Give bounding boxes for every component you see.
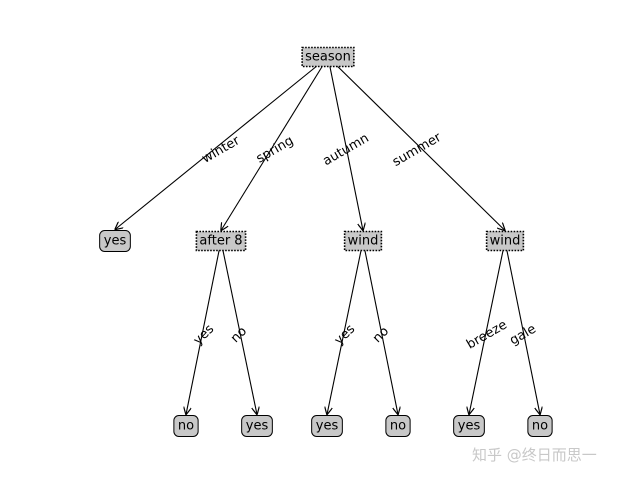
leaf-box [173,415,199,437]
edge-arrow [115,56,329,230]
edge-label: autumn [320,131,371,169]
node-label: yes [104,234,127,249]
edge-label: yes [191,322,218,349]
leaf-node-leaf-w: yes [99,230,131,252]
leaf-node-leaf-4: no [385,415,411,437]
node-label: wind [348,234,379,249]
leaf-box [311,415,343,437]
node-label: no [532,419,548,434]
node-label: wind [490,234,521,249]
edge-label: breeze [464,317,510,352]
decision-box [343,230,383,252]
node-label: season [305,50,351,65]
leaf-node-leaf-2: yes [241,415,273,437]
node-label: after 8 [199,234,242,249]
edge-label: no [228,324,250,346]
edge-arrow [469,240,506,415]
node-label: no [390,419,406,434]
node-label: yes [316,419,339,434]
leaf-node-leaf-5: yes [453,415,485,437]
leaf-node-leaf-3: yes [311,415,343,437]
node-label: yes [458,419,481,434]
edge-label: spring [254,133,297,166]
decision-node-season: season [301,46,355,68]
edge-label: gale [507,322,539,349]
leaf-node-leaf-6: no [527,415,553,437]
decision-box [485,230,525,252]
leaf-node-leaf-1: no [173,415,199,437]
node-label: no [178,419,194,434]
leaf-box [99,230,131,252]
edge-arrow [221,56,329,231]
edge-label: yes [332,322,359,349]
edge-arrow [186,240,222,415]
decision-box [195,230,247,252]
edge-arrow [327,240,364,415]
decision-box [301,46,355,68]
watermark-text: 知乎 @终日而思一 [472,446,597,464]
edge-arrow [504,240,540,415]
decision-node-wind-a: wind [343,230,383,252]
decision-node-wind-s: wind [485,230,525,252]
leaf-box [453,415,485,437]
edge-label: winter [200,133,244,167]
edge-arrow [327,56,363,231]
node-label: yes [246,419,269,434]
decision-node-after8: after 8 [195,230,247,252]
edge-arrow [220,240,257,415]
leaf-box [527,415,553,437]
edge-arrow [327,56,505,231]
edge-label: no [370,324,392,346]
leaf-box [385,415,411,437]
leaf-box [241,415,273,437]
edge-arrow [362,240,398,415]
